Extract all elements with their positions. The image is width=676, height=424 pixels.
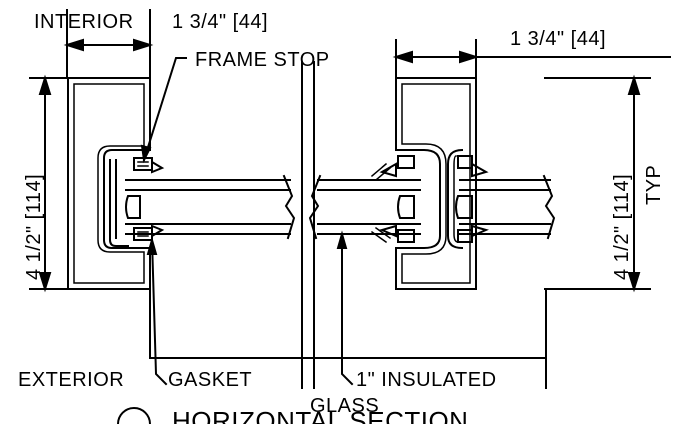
gasket-leader: [146, 236, 168, 386]
right-height-value: 4 1/2" [114]: [611, 174, 633, 280]
left-height-value: 4 1/2" [114]: [23, 174, 45, 280]
left-glass-unit: [125, 174, 296, 240]
right-height-dimension: [544, 74, 651, 293]
left-height-dimension: [29, 74, 69, 293]
right-frame: [370, 77, 489, 290]
exterior-label: EXTERIOR: [18, 369, 124, 391]
insulated-glass-leader: [336, 230, 354, 386]
insulated-glass-label-line2: GLASS: [310, 395, 379, 417]
typ-label: TYP: [643, 165, 665, 205]
right-width-dimension: [392, 39, 671, 77]
gasket-label: GASKET: [168, 369, 252, 391]
left-frame: [67, 77, 165, 290]
right-glass-unit: [308, 174, 556, 240]
center-break-lines: [301, 61, 315, 389]
frame-stop-leader: [140, 57, 187, 164]
section-title: HORIZONTAL SECTION: [172, 406, 468, 424]
left-width-dimension: [63, 9, 154, 77]
interior-label: INTERIOR: [34, 11, 134, 33]
section-callout-circle: [117, 407, 151, 424]
left-width-value: 1 3/4" [44]: [172, 11, 268, 33]
insulated-glass-label-line1: 1" INSULATED: [356, 369, 497, 391]
exterior-leaders: [149, 289, 547, 389]
frame-stop-label: FRAME STOP: [195, 49, 330, 71]
right-width-value: 1 3/4" [44]: [510, 28, 606, 50]
